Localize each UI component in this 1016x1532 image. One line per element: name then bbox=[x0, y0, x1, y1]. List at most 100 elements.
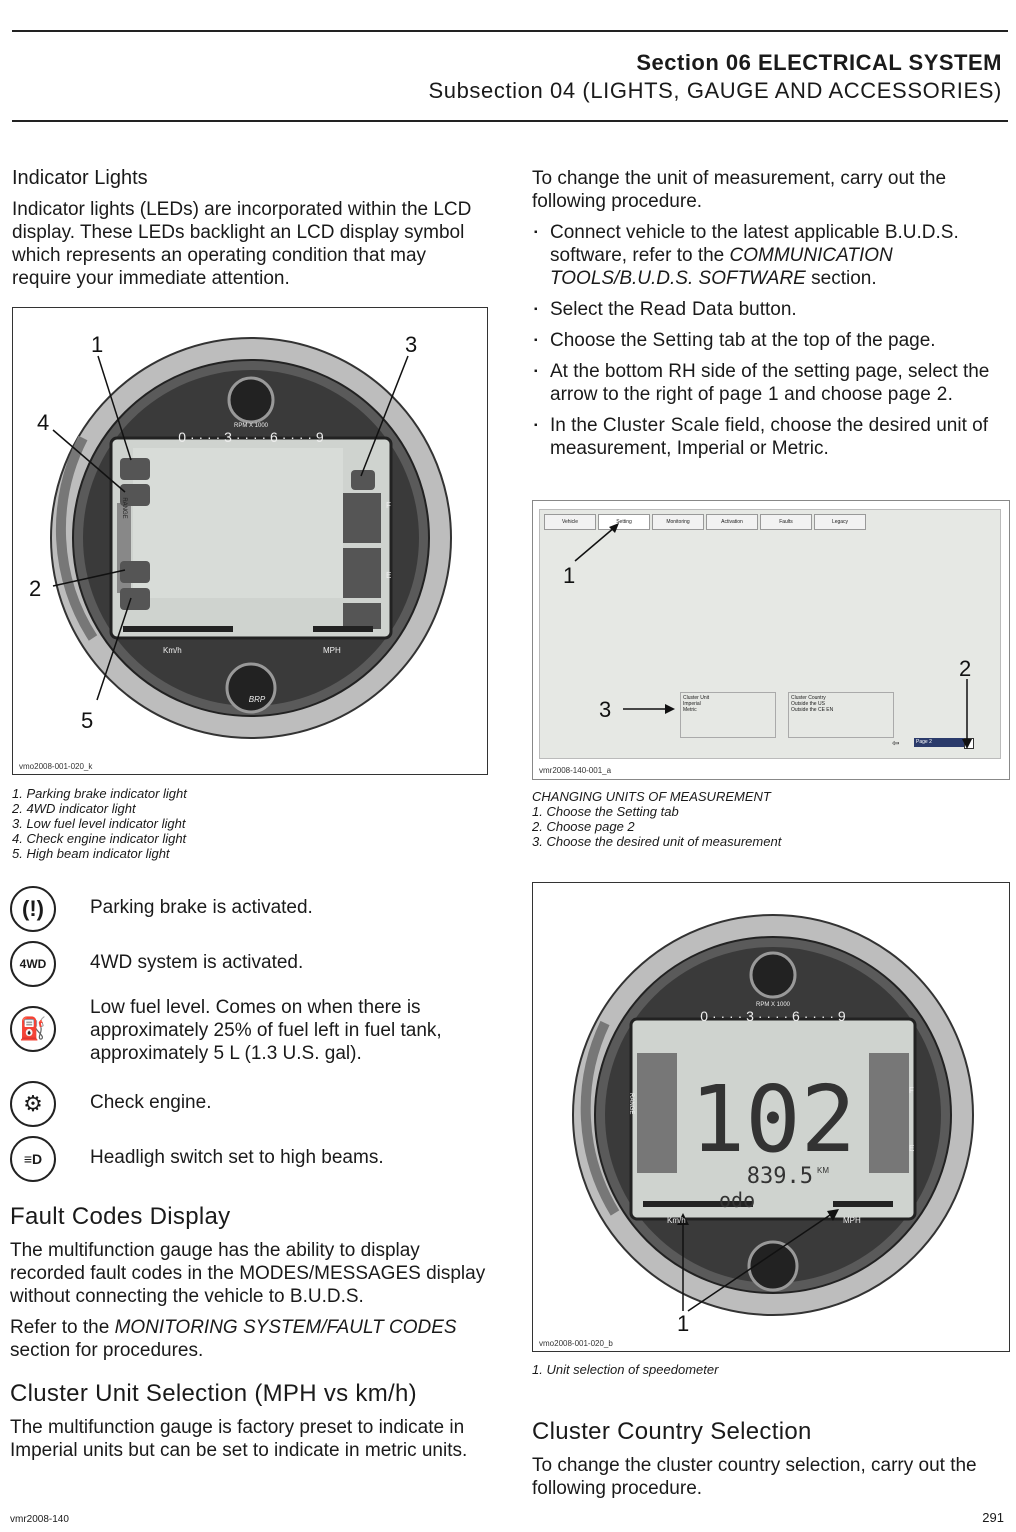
cluster-country-body: To change the cluster country selection,… bbox=[532, 1455, 977, 1499]
page-select[interactable]: Page 2 bbox=[914, 738, 964, 747]
parking-brake-icon: (!) bbox=[10, 886, 56, 932]
fault-codes-heading: Fault Codes Display bbox=[10, 1203, 231, 1230]
step-text: and choose bbox=[778, 384, 888, 405]
buds-tab-bar: Vehicle Setting Monitoring Activation Fa… bbox=[544, 514, 866, 530]
high-beam-icon: ≡D bbox=[10, 1136, 56, 1182]
gauge-f-label: F bbox=[386, 501, 391, 510]
indicator-text: Headligh switch set to high beams. bbox=[90, 1147, 384, 1168]
step-emphasis: Setting bbox=[652, 330, 714, 351]
tab-legacy[interactable]: Legacy bbox=[814, 514, 866, 530]
gauge-indicator-figure: RPM X 1000 0 · · · · 3 · · · · 6 · · · ·… bbox=[12, 307, 488, 775]
fig2-callout-2: 2 bbox=[959, 656, 972, 681]
speedo-f-label: F bbox=[909, 1086, 914, 1095]
speedometer-illustration: RPM X 1000 0 · · · · 3 · · · · 6 · · · ·… bbox=[572, 914, 974, 1336]
fig1-callout-5: 5 bbox=[81, 708, 93, 733]
fig1-callout-4: 4 bbox=[37, 410, 49, 435]
fig2-captions: CHANGING UNITS OF MEASUREMENT 1. Choose … bbox=[532, 789, 781, 849]
speedo-speed-value: 102 bbox=[690, 1066, 856, 1173]
indicator-text: 4WD system is activated. bbox=[90, 952, 304, 973]
step-text: In the bbox=[550, 415, 603, 436]
step-emphasis: Cluster Scale bbox=[602, 415, 720, 436]
gauge-rpm-scale: 0 · · · · 3 · · · · 6 · · · · 9 bbox=[178, 429, 324, 445]
fuel-pump-icon: ⛽ bbox=[10, 1006, 56, 1052]
fig3-caption: 1. Unit selection of speedometer bbox=[532, 1362, 719, 1377]
page-number: 291 bbox=[982, 1510, 1004, 1525]
footer-code: vmr2008-140 bbox=[10, 1514, 69, 1525]
step-text: Connect vehicle to the latest applicable… bbox=[550, 222, 959, 266]
speedometer-figure: RPM X 1000 0 · · · · 3 · · · · 6 · · · ·… bbox=[532, 882, 1010, 1352]
tab-setting[interactable]: Setting bbox=[598, 514, 650, 530]
speedo-odo-unit: KM bbox=[817, 1166, 829, 1175]
indicator-text: Low fuel level. Comes on when there is a… bbox=[90, 997, 442, 1064]
header-rule bbox=[12, 120, 1008, 122]
section-title: Section 06 ELECTRICAL SYSTEM bbox=[636, 50, 1002, 75]
tab-vehicle[interactable]: Vehicle bbox=[544, 514, 596, 530]
fig3-code: vmo2008-001-020_b bbox=[539, 1339, 613, 1348]
cluster-country-option-1[interactable]: Outside the US bbox=[791, 701, 825, 707]
speedo-e-label: E bbox=[909, 1144, 914, 1153]
tab-activation[interactable]: Activation bbox=[706, 514, 758, 530]
gauge-range-label: RANGE bbox=[121, 497, 127, 518]
speedo-rpm-label: RPM X 1000 bbox=[756, 1002, 791, 1008]
cluster-unit-heading: Cluster Unit Selection (MPH vs km/h) bbox=[10, 1380, 417, 1407]
step-item: Select the Read Data button. bbox=[532, 298, 1010, 321]
prev-arrow-icon[interactable]: ⇦ bbox=[892, 738, 900, 748]
cluster-unit-option-metric[interactable]: Metric bbox=[683, 707, 697, 713]
fig3-callout-1: 1 bbox=[677, 1311, 689, 1336]
gauge-illustration: RPM X 1000 0 · · · · 3 · · · · 6 · · · ·… bbox=[29, 332, 452, 739]
fig1-caption-1: 1. Parking brake indicator light bbox=[12, 786, 187, 801]
indicator-row: ≡D Headligh switch set to high beams. bbox=[10, 1136, 490, 1191]
indicator-lights-body: Indicator lights (LEDs) are incorporated… bbox=[12, 199, 472, 289]
fig2-caption-3: 3. Choose the desired unit of measuremen… bbox=[532, 834, 782, 849]
tab-faults[interactable]: Faults bbox=[760, 514, 812, 530]
speedo-kmh-label: Km/h bbox=[667, 1216, 686, 1225]
step-text: Choose the bbox=[550, 330, 653, 351]
cluster-unit-body: The multifunction gauge is factory prese… bbox=[10, 1417, 468, 1461]
fig1-caption-5: 5. High beam indicator light bbox=[12, 846, 170, 861]
fig1-code: vmo2008-001-020_k bbox=[19, 762, 93, 771]
step-item: Connect vehicle to the latest applicable… bbox=[532, 221, 1010, 290]
fig1-caption-2: 2. 4WD indicator light bbox=[12, 801, 136, 816]
step-text: section. bbox=[805, 268, 877, 289]
fig1-callout-2: 2 bbox=[29, 576, 41, 601]
four-wd-icon: 4WD bbox=[10, 941, 56, 987]
step-item: In the Cluster Scale field, choose the d… bbox=[532, 414, 1010, 460]
fig2-caption-2: 2. Choose page 2 bbox=[532, 819, 635, 834]
fault-ref-post: section for procedures. bbox=[10, 1340, 204, 1361]
fig1-caption-3: 3. Low fuel level indicator light bbox=[12, 816, 186, 831]
indicator-list: (!) Parking brake is activated. 4WD 4WD … bbox=[10, 886, 490, 1191]
speedo-range-label: RANGE bbox=[628, 1093, 634, 1114]
fault-ref-section: MONITORING SYSTEM/FAULT CODES bbox=[114, 1317, 457, 1338]
step-text: Select the bbox=[550, 299, 640, 320]
gauge-brp-logo: BRP bbox=[249, 695, 266, 704]
step-emphasis: page 1 bbox=[718, 384, 779, 405]
fig2-callout-arrows bbox=[574, 523, 972, 749]
cluster-unit-option-imperial[interactable]: Imperial bbox=[683, 701, 701, 707]
fig1-callout-1: 1 bbox=[91, 332, 103, 357]
gauge-rpm-label: RPM X 1000 bbox=[234, 423, 269, 429]
speedo-odo-value: 839.5 bbox=[747, 1164, 813, 1189]
indicator-text: Check engine. bbox=[90, 1092, 212, 1113]
step-emphasis: Read Data bbox=[639, 299, 734, 320]
gauge-e-label: E bbox=[386, 571, 391, 580]
step-item: Choose the Setting tab at the top of the… bbox=[532, 329, 1010, 352]
cluster-unit-group: Cluster Unit Imperial Metric bbox=[680, 692, 776, 738]
gauge-kmh-label: Km/h bbox=[163, 646, 182, 655]
cluster-country-option-2[interactable]: Outside the CE EN bbox=[791, 707, 834, 713]
tab-monitoring[interactable]: Monitoring bbox=[652, 514, 704, 530]
speedo-rpm-scale: 0 · · · · 3 · · · · 6 · · · · 9 bbox=[700, 1008, 846, 1024]
step-emphasis: page 2 bbox=[887, 384, 948, 405]
cluster-country-group: Cluster Country Outside the US Outside t… bbox=[788, 692, 894, 738]
cluster-country-heading: Cluster Country Selection bbox=[532, 1418, 812, 1445]
check-engine-icon: ⚙ bbox=[10, 1081, 56, 1127]
fig1-captions: 1. Parking brake indicator light 2. 4WD … bbox=[12, 786, 187, 861]
indicator-row: ⚙ Check engine. bbox=[10, 1081, 490, 1136]
unit-change-intro: To change the unit of measurement, carry… bbox=[532, 168, 947, 212]
step-text: tab at the top of the page. bbox=[713, 330, 936, 351]
fig2-callout-1: 1 bbox=[563, 563, 576, 588]
indicator-row: ⛽ Low fuel level. Comes on when there is… bbox=[10, 996, 490, 1081]
step-text: button. bbox=[733, 299, 797, 320]
indicator-lights-heading: Indicator Lights bbox=[12, 167, 148, 189]
indicator-row: (!) Parking brake is activated. bbox=[10, 886, 490, 941]
speedo-odo-label: odo bbox=[719, 1188, 755, 1212]
